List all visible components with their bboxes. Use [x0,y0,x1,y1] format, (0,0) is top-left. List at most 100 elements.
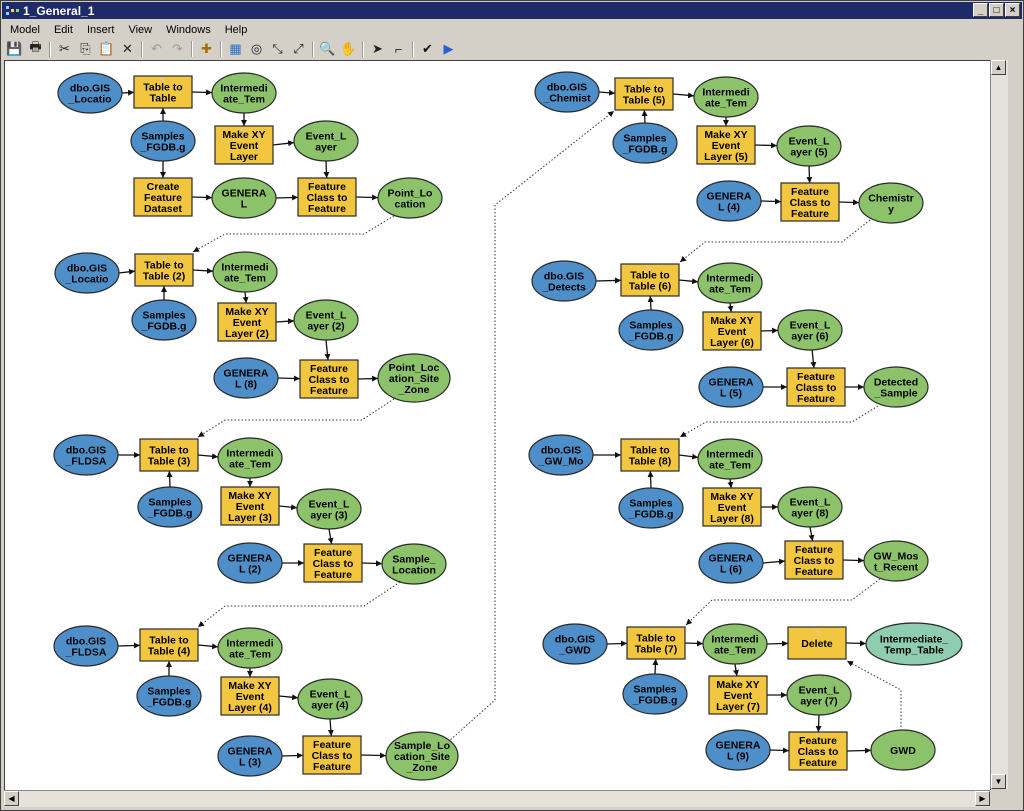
connector-d_evt-d_fc[interactable] [327,718,334,737]
data-node-f_evt[interactable]: Event_Layer (6) [777,309,843,351]
menu-windows[interactable]: Windows [166,24,211,36]
vertical-scrollbar[interactable]: ▲ ▼ [990,60,1008,789]
connector-b_tt-b_int[interactable] [192,267,214,274]
menu-edit[interactable]: Edit [53,24,73,36]
connector-h_int-h_del[interactable] [766,640,789,647]
data-node-c_src[interactable]: dbo.GIS_FLDSA [53,434,119,476]
connector-h_gen-h_fc[interactable] [769,747,790,754]
precondition-b_out-c_tt[interactable] [197,394,401,438]
undo-button[interactable]: ↶ [147,40,166,58]
connector-h_fc-h_out[interactable] [846,747,872,754]
scroll-down-button[interactable]: ▼ [991,774,1006,789]
menu-model[interactable]: Model [10,24,40,36]
copy-button[interactable]: ⎘ [76,40,95,58]
data-node-e_src[interactable]: dbo.GIS_Chemist [534,71,600,113]
connector-c_fc-c_out[interactable] [361,560,383,567]
data-node-a_src[interactable]: dbo.GIS_Locatio [57,72,123,114]
data-node-g_smp[interactable]: Samples_FGDB.g [618,487,684,529]
connector-e_smp-e_tt[interactable] [641,109,648,124]
select-pointer-button[interactable]: ➤ [368,40,387,58]
connector-f_mxy-f_evt[interactable] [760,327,779,334]
precondition-a_out-b_tt[interactable] [192,213,398,253]
connector-g_smp-g_tt[interactable] [647,470,654,489]
data-node-c_out[interactable]: Sample_Location [381,543,447,585]
connector-a_tt-a_int[interactable] [191,89,213,96]
connector-h_src-h_tt[interactable] [606,640,628,647]
print-button[interactable]: 🖶 [26,39,45,58]
validate-button[interactable]: ✔ [418,40,437,58]
data-node-e_int[interactable]: Intermediate_Tem [693,76,759,118]
delete-button[interactable]: ✕ [118,40,137,58]
data-node-g_src[interactable]: dbo.GIS_GW_Mo [528,434,594,476]
connector-f_evt-f_fc[interactable] [810,349,817,369]
connector-f_int-f_mxy[interactable] [727,302,734,313]
data-node-g_evt[interactable]: Event_Layer (8) [777,486,843,528]
connector-d_mxy-d_evt[interactable] [278,694,299,701]
connector-e_src-e_tt[interactable] [598,89,616,96]
minimize-button[interactable]: _ [973,3,988,17]
paste-button[interactable]: 📋 [97,40,116,58]
data-node-a_out[interactable]: Point_Location [377,177,443,219]
connector-a_gen-a_fc[interactable] [275,194,299,201]
data-node-a_int[interactable]: Intermediate_Tem [211,72,277,114]
connector-b_gen-b_fc[interactable] [277,375,301,382]
cut-button[interactable]: ✂ [55,40,74,58]
data-node-h_evt[interactable]: Event_Layer (7) [786,674,852,716]
data-node-e_smp[interactable]: Samples_FGDB.g [612,122,678,164]
data-node-h_smp[interactable]: Samples_FGDB.g [622,673,688,715]
precondition-c_out-d_tt[interactable] [197,581,401,628]
connector-d_tt-d_int[interactable] [197,643,219,650]
precondition-f_out-g_tt[interactable] [679,405,879,438]
data-node-g_int[interactable]: Intermediate_Tem [697,438,763,480]
connector-b_mxy-b_evt[interactable] [275,318,295,325]
auto-layout-button[interactable]: ▦ [226,40,245,58]
connector-f_smp-f_tt[interactable] [647,295,654,311]
data-node-f_out[interactable]: Detected_Sample [863,366,929,408]
data-node-b_int[interactable]: Intermediate_Tem [212,251,278,293]
zoom-in-fixed-button[interactable]: ⤡ [268,40,287,58]
pan-button[interactable]: ✋ [339,40,358,58]
data-node-b_smp[interactable]: Samples_FGDB.g [131,299,197,341]
save-button[interactable]: 💾 [5,40,24,58]
connector-b_fc-b_out[interactable] [357,375,379,382]
tool-node-h_del[interactable]: Delete [787,626,847,660]
menu-insert[interactable]: Insert [86,24,115,36]
connector-e_mxy-e_evt[interactable] [754,142,778,149]
connector-c_smp-c_tt[interactable] [166,470,173,488]
data-node-h_tmp[interactable]: Intermediate_Temp_Table [865,622,963,666]
close-button[interactable]: × [1005,3,1020,17]
data-node-d_out[interactable]: Sample_Location_Site_Zone [385,731,459,781]
data-node-h_int[interactable]: Intermediate_Tem [702,623,768,665]
horizontal-scrollbar[interactable]: ◀ ▶ [4,790,990,807]
connector-b_src-b_tt[interactable] [118,268,136,275]
connector-a_mxy-a_evt[interactable] [272,140,295,147]
data-node-d_smp[interactable]: Samples_FGDB.g [136,675,202,717]
full-extent-button[interactable]: ◎ [247,40,266,58]
data-node-b_evt[interactable]: Event_Layer (2) [293,299,359,341]
data-node-d_int[interactable]: Intermediate_Tem [217,627,283,669]
connector-h_evt-h_fc[interactable] [815,714,822,733]
connector-f_src-f_tt[interactable] [595,277,622,284]
